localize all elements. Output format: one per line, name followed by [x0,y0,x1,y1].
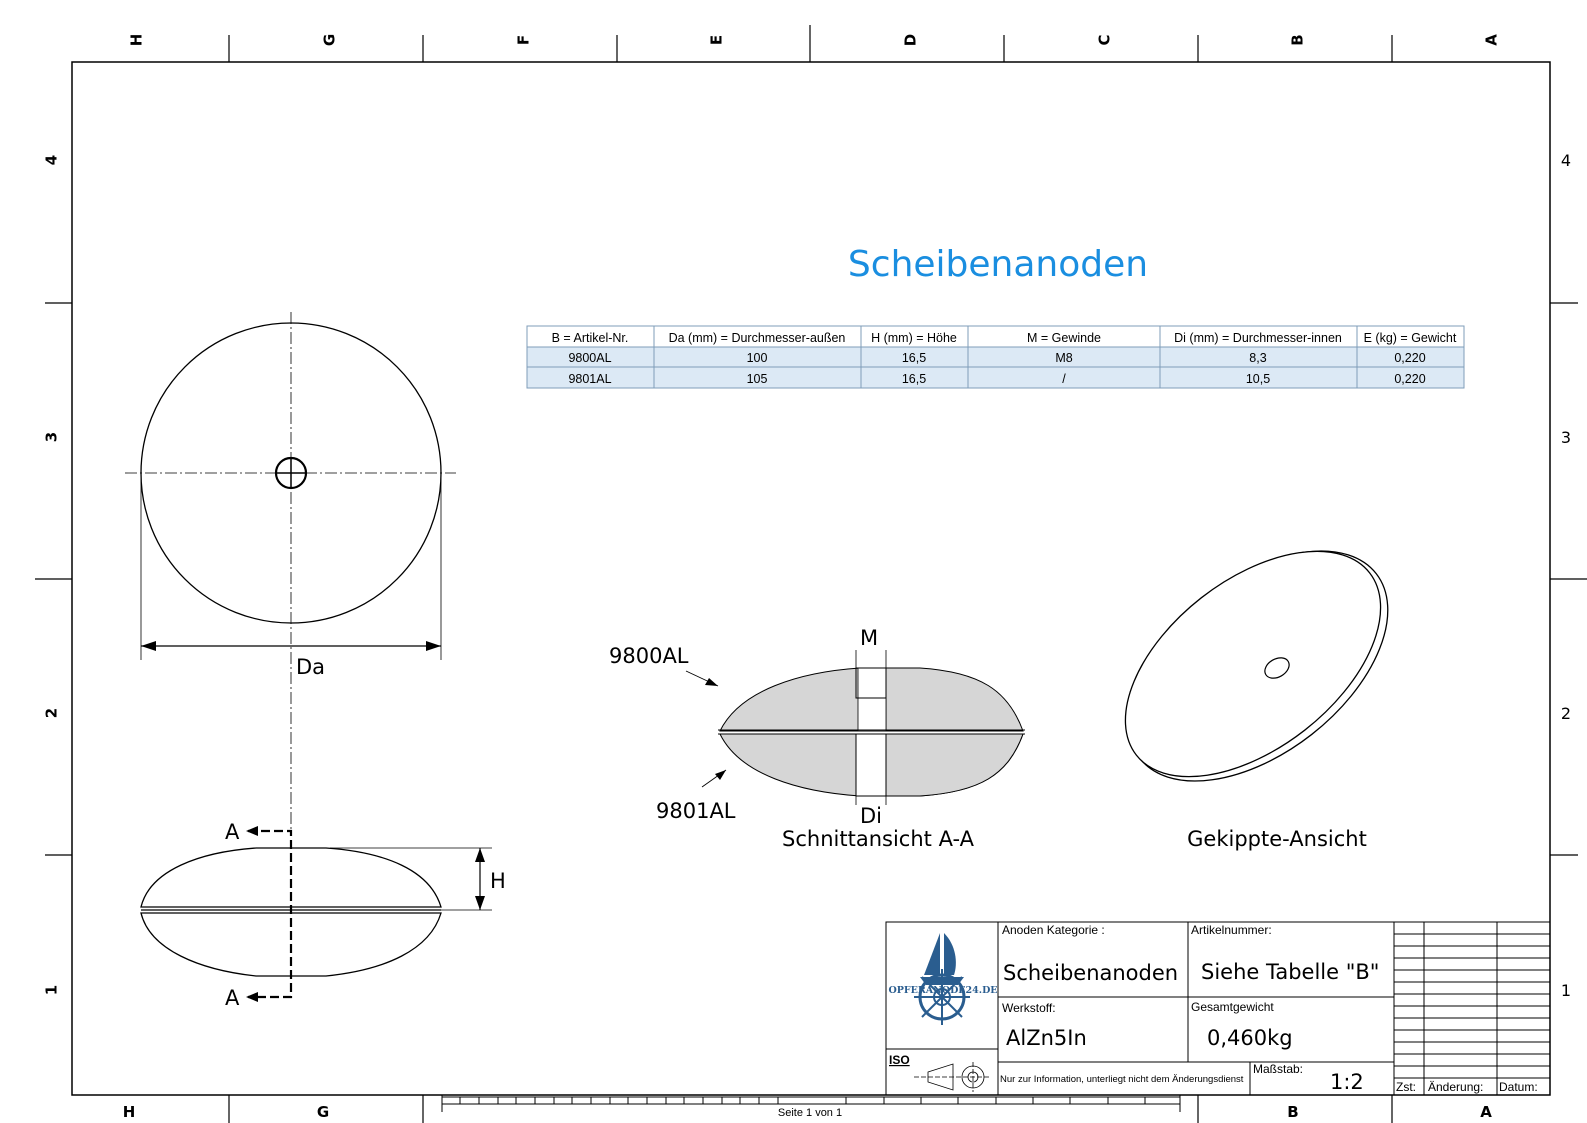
table-cell: 105 [747,372,768,386]
logo: OPFERANODE24.DE [888,933,998,1025]
zone-top-e: E [708,35,726,45]
page-indicator: Seite 1 von 1 [778,1107,842,1119]
table-cell: 9801AL [568,372,611,386]
h-label: H [490,869,506,893]
date-label: Datum: [1499,1080,1538,1094]
bottom-zone-dividers [228,1095,1393,1123]
thread-insert [855,667,887,699]
table-cell: 9800AL [568,351,611,365]
article-label: Artikelnummer: [1191,923,1272,937]
zone-top-c: C [1096,34,1114,45]
table-cell: 10,5 [1246,372,1270,386]
left-row-dividers [35,302,72,856]
table-cell: 8,3 [1249,351,1266,365]
dimension-table: B = Artikel-Nr. Da (mm) = Durchmesser-au… [526,325,1465,389]
row-right-1: 1 [1561,981,1571,1000]
side-view-top-half [140,847,442,908]
section-a-top-label: A [225,820,240,844]
category-value: Scheibenanoden [1003,961,1178,985]
bottom-scale-ruler [441,1095,1181,1112]
scale-label: Maßstab: [1253,1062,1303,1076]
info-note: Nur zur Information, unterliegt nicht de… [1000,1074,1244,1085]
table-cell: 100 [747,351,768,365]
table-header-da: Da (mm) = Durchmesser-außen [669,331,846,345]
weight-value: 0,460kg [1207,1026,1293,1050]
zone-top-h: H [128,34,146,47]
side-view-bottom-half [140,912,442,977]
section-cut-line [248,829,293,999]
projection-symbol [914,1062,990,1092]
weight-label: Gesamtgewicht [1191,1000,1274,1014]
row-left-4: 4 [43,155,61,165]
zone-bottom-g: G [317,1103,329,1121]
table-header-di: Di (mm) = Durchmesser-innen [1174,331,1342,345]
tilted-disc-face [1124,550,1382,778]
section-a-bottom-label: A [225,986,240,1010]
left-row-numbers: 4 3 2 1 [43,155,61,995]
zst-label: Zst: [1396,1080,1416,1094]
category-label: Anoden Kategorie : [1002,923,1105,937]
zone-top-a: A [1483,34,1501,46]
top-zone-letters: H G F E D C B A [128,34,1501,47]
scale-value: 1:2 [1330,1070,1364,1094]
tilted-center-hole [1264,657,1290,679]
zone-top-b: B [1289,34,1307,45]
right-row-numbers: 4 3 2 1 [1561,151,1571,1000]
zone-bottom-h: H [123,1103,136,1121]
iso-label: ISO [889,1053,910,1067]
material-label: Werkstoff: [1002,1001,1056,1015]
row-right-2: 2 [1561,704,1571,723]
table-cell: 16,5 [902,351,926,365]
table-header-e: E (kg) = Gewicht [1364,331,1457,345]
row-left-3: 3 [43,432,61,442]
change-label: Änderung: [1428,1080,1483,1094]
row-right-4: 4 [1561,151,1571,170]
table-cell: / [1062,372,1066,386]
table-cell: 0,220 [1394,372,1425,386]
bottom-zone-letters: H G B A [123,1103,1492,1121]
right-row-dividers [1550,302,1587,856]
table-cell: 0,220 [1394,351,1425,365]
table-header-article: B = Artikel-Nr. [552,331,629,345]
title-block: Anoden Kategorie : Scheibenanoden Artike… [885,921,1551,1096]
logo-text: OPFERANODE24.DE [888,985,997,996]
table-cell: M8 [1055,351,1072,365]
row-left-1: 1 [43,985,61,995]
zone-bottom-a: A [1480,1103,1492,1121]
side-view: H A A [140,820,506,1010]
section-view: M Di 9800AL 9801AL Schnittansicht A-A [609,626,1025,851]
row-right-3: 3 [1561,428,1571,447]
table-header-h: H (mm) = Höhe [871,331,957,345]
part-top-label: 9800AL [609,644,689,668]
bore-bottom [855,733,887,797]
material-value: AlZn5In [1006,1026,1087,1050]
table-header-m: M = Gewinde [1027,331,1101,345]
tilted-view: Gekippte-Ansicht [1124,550,1389,851]
di-label: Di [860,804,882,828]
tilted-view-caption: Gekippte-Ansicht [1187,827,1367,851]
section-view-caption: Schnittansicht A-A [782,827,975,851]
part-bottom-label: 9801AL [656,799,736,823]
zone-bottom-b: B [1287,1103,1298,1121]
zone-top-g: G [321,34,339,46]
m-label: M [860,626,878,650]
row-left-2: 2 [43,708,61,718]
zone-top-d: D [902,34,920,46]
da-label: Da [296,655,325,679]
zone-top-f: F [515,35,533,45]
article-value: Siehe Tabelle "B" [1201,960,1379,984]
thread-bore-top [857,667,887,732]
front-view: Da [125,312,456,830]
table-cell: 16,5 [902,372,926,386]
top-zone-dividers [228,25,1393,62]
drawing-title: Scheibenanoden [848,244,1148,285]
